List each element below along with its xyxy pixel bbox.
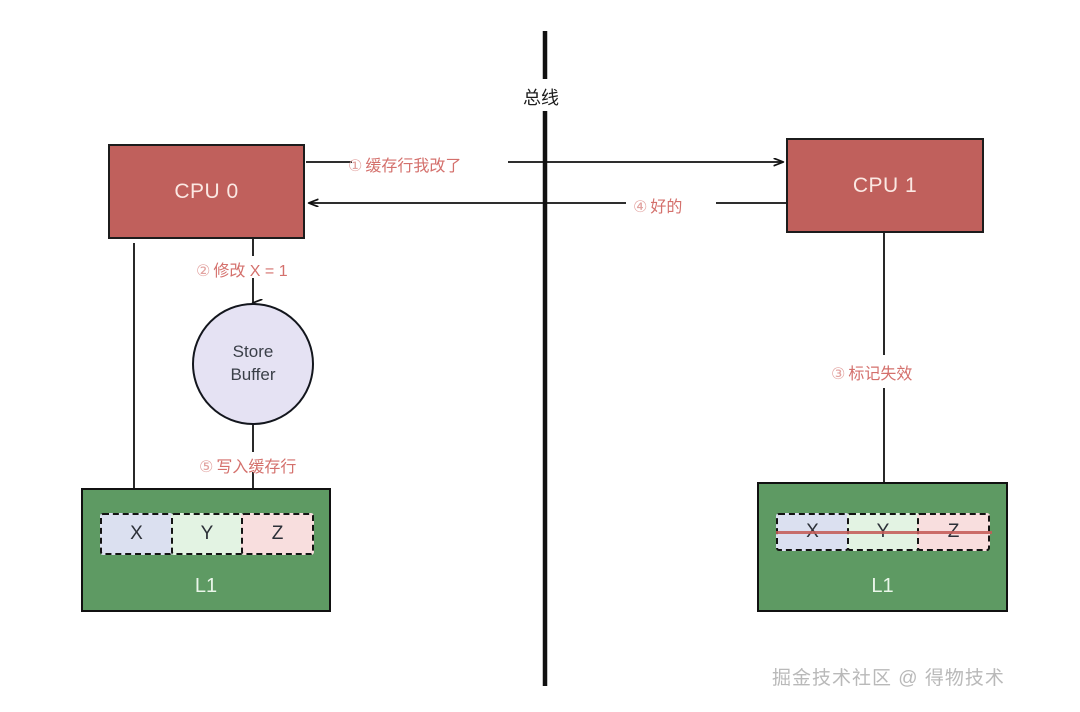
- cache-cell-z[interactable]: Z: [241, 513, 314, 555]
- cache-cell-y[interactable]: Y: [170, 513, 244, 555]
- step-text-4: 好的: [650, 199, 683, 216]
- store-buffer-label-line2: Buffer: [230, 365, 276, 384]
- step-text-5: 写入缓存行: [216, 459, 297, 476]
- step-number-1: ①: [348, 158, 363, 175]
- cpu0-box[interactable]: CPU 0: [108, 144, 305, 239]
- cpu0-label: CPU 0: [174, 179, 239, 203]
- step-number-3: ③: [831, 366, 846, 383]
- store-buffer-label-line1: Store: [232, 342, 274, 362]
- l1-left-label: L1: [194, 575, 218, 597]
- step-text-1: 缓存行我改了: [365, 158, 462, 175]
- bus-label: 总线: [523, 88, 559, 108]
- watermark: 掘金技术社区 @ 得物技术: [772, 668, 1005, 689]
- step-text-3: 标记失效: [848, 366, 913, 383]
- store-buffer-node[interactable]: Store Buffer: [192, 303, 314, 425]
- l1-left-cells: X Y Z: [100, 513, 314, 555]
- step-text-2: 修改 X = 1: [213, 263, 288, 280]
- cpu1-label: CPU 1: [852, 173, 918, 197]
- invalidation-strikethrough: [776, 531, 992, 534]
- cpu1-box[interactable]: CPU 1: [786, 138, 984, 233]
- step-number-2: ②: [196, 263, 211, 280]
- l1-right-box[interactable]: X Y Z L1: [757, 482, 1008, 612]
- step-number-5: ⑤: [199, 459, 214, 476]
- step-number-4: ④: [633, 199, 648, 216]
- l1-left-box[interactable]: X Y Z L1: [81, 488, 331, 612]
- l1-right-label: L1: [871, 575, 894, 597]
- cache-cell-x[interactable]: X: [100, 513, 173, 555]
